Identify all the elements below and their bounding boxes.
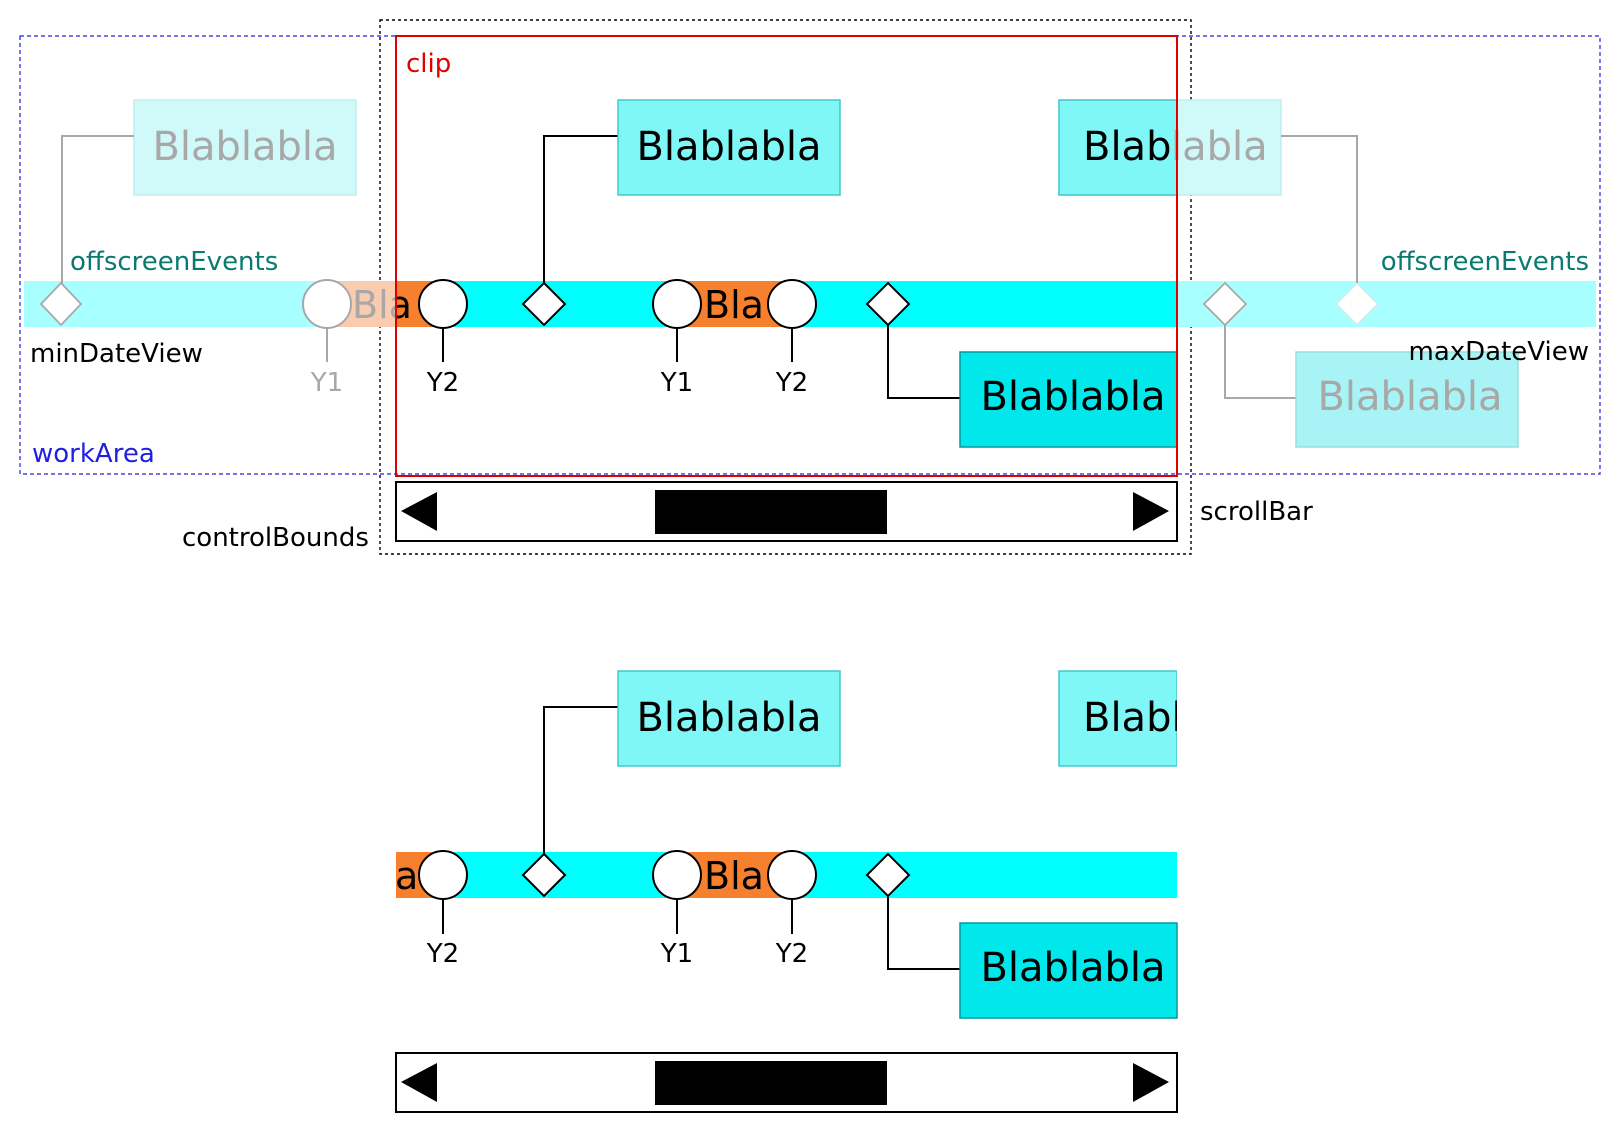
event-connector — [1224, 325, 1296, 399]
min-date-view-label: minDateView — [30, 339, 203, 369]
y2-label: Y2 — [426, 368, 459, 398]
clip-mask-right — [1177, 660, 1297, 770]
event-label-hidden-part: labla — [1171, 124, 1268, 170]
event-box-strong — [959, 922, 1178, 1019]
range-bar-label-partial: a — [395, 854, 418, 898]
event-label: Blablabla — [636, 695, 821, 741]
milestone-diamond — [521, 281, 567, 327]
event-box-clipped — [1058, 99, 1178, 196]
y2-label: Y2 — [426, 939, 459, 969]
event-connector — [543, 135, 618, 283]
event-connector — [887, 325, 960, 399]
scroll-bar-label: scrollBar — [1200, 497, 1313, 527]
event-label: Blablabla — [1317, 374, 1502, 420]
work-area-label: workArea — [32, 439, 155, 469]
event-label: Blablabla — [636, 124, 821, 170]
range-end-circle — [767, 850, 817, 900]
scroll-thumb[interactable] — [655, 490, 887, 534]
event-label-partial: Blabl — [1083, 695, 1183, 741]
range-end-circle — [418, 850, 468, 900]
y1-label: Y1 — [660, 939, 693, 969]
range-start-circle-faded — [302, 279, 352, 329]
milestone-diamond-offscreen — [39, 281, 83, 327]
event-label-visible-part: Blab — [1083, 124, 1171, 170]
scroll-left-arrow-icon[interactable] — [401, 1063, 437, 1102]
scroll-left-arrow-icon[interactable] — [401, 492, 437, 531]
work-area-frame — [19, 35, 1601, 475]
event-box-offscreen-right — [1295, 351, 1519, 448]
y1-label-faded: Y1 — [310, 368, 343, 398]
event-connector — [1281, 135, 1358, 283]
range-end-circle — [418, 279, 468, 329]
event-connector — [543, 706, 618, 854]
range-start-circle — [652, 850, 702, 900]
range-end-circle — [767, 279, 817, 329]
clip-frame — [395, 35, 1178, 477]
range-start-circle — [652, 279, 702, 329]
scroll-right-arrow-icon[interactable] — [1133, 1063, 1169, 1102]
range-bar-label: Bla — [704, 854, 764, 898]
scroll-right-arrow-icon[interactable] — [1133, 492, 1169, 531]
y2-label: Y2 — [775, 939, 808, 969]
scroll-thumb[interactable] — [655, 1061, 887, 1105]
milestone-diamond — [521, 852, 567, 898]
event-box-clipped — [1058, 670, 1178, 767]
event-label: Blablabla — [980, 945, 1165, 991]
offscreen-events-label-right: offscreenEvents — [1381, 247, 1589, 277]
control-bounds-label: controlBounds — [182, 523, 369, 553]
range-bar-label: Bla — [352, 283, 412, 327]
event-label: Blablabla — [980, 374, 1165, 420]
event-box — [617, 670, 841, 767]
event-label: Blablabla — [152, 124, 337, 170]
offscreen-events-label-left: offscreenEvents — [70, 247, 278, 277]
y1-label: Y1 — [660, 368, 693, 398]
event-connector — [887, 896, 960, 970]
milestone-diamond-offscreen — [1334, 281, 1380, 327]
range-bar-label: Bla — [704, 283, 764, 327]
max-date-view-label: maxDateView — [1409, 337, 1590, 367]
event-box-strong — [959, 351, 1178, 448]
clip-label: clip — [406, 49, 451, 79]
y2-label: Y2 — [775, 368, 808, 398]
event-box-offscreen-left — [133, 99, 357, 196]
event-box — [617, 99, 841, 196]
event-connector — [61, 135, 134, 304]
